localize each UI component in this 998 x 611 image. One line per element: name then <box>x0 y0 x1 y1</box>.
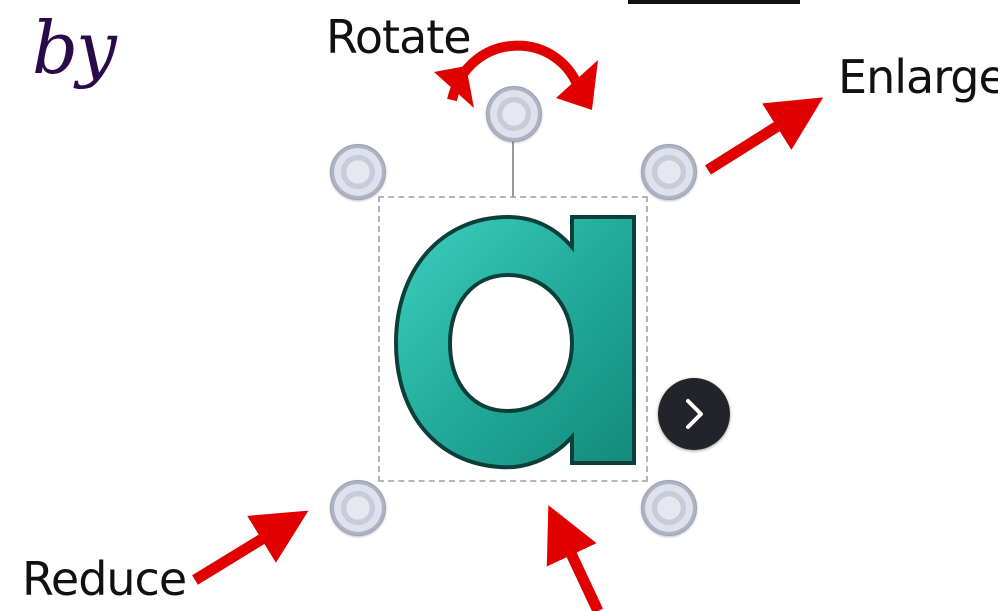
bottom-right-resize-handle[interactable] <box>641 480 697 536</box>
enlarge-label: Enlarge <box>838 50 998 104</box>
rotate-handle[interactable] <box>486 86 542 142</box>
reduce-arrow <box>192 510 309 585</box>
letter-a-graphic[interactable] <box>390 205 650 475</box>
bottom-left-resize-handle[interactable] <box>330 480 386 536</box>
reduce-label: Reduce <box>22 552 187 606</box>
rotate-handle-stem <box>512 140 514 197</box>
chevron-right-icon <box>686 399 703 429</box>
enlarge-arrow <box>705 97 824 175</box>
top-left-resize-handle[interactable] <box>330 144 386 200</box>
rotate-arrow-right-head <box>556 60 598 110</box>
top-right-resize-handle[interactable] <box>641 144 697 200</box>
by-heading: by <box>32 6 117 90</box>
selection-box[interactable] <box>378 196 648 482</box>
selection-box-arrow <box>546 505 603 611</box>
rotate-label: Rotate <box>326 10 472 64</box>
rotate-arrow-left-head <box>434 66 474 108</box>
top-edge-bar <box>628 0 800 4</box>
next-button[interactable] <box>658 378 730 450</box>
